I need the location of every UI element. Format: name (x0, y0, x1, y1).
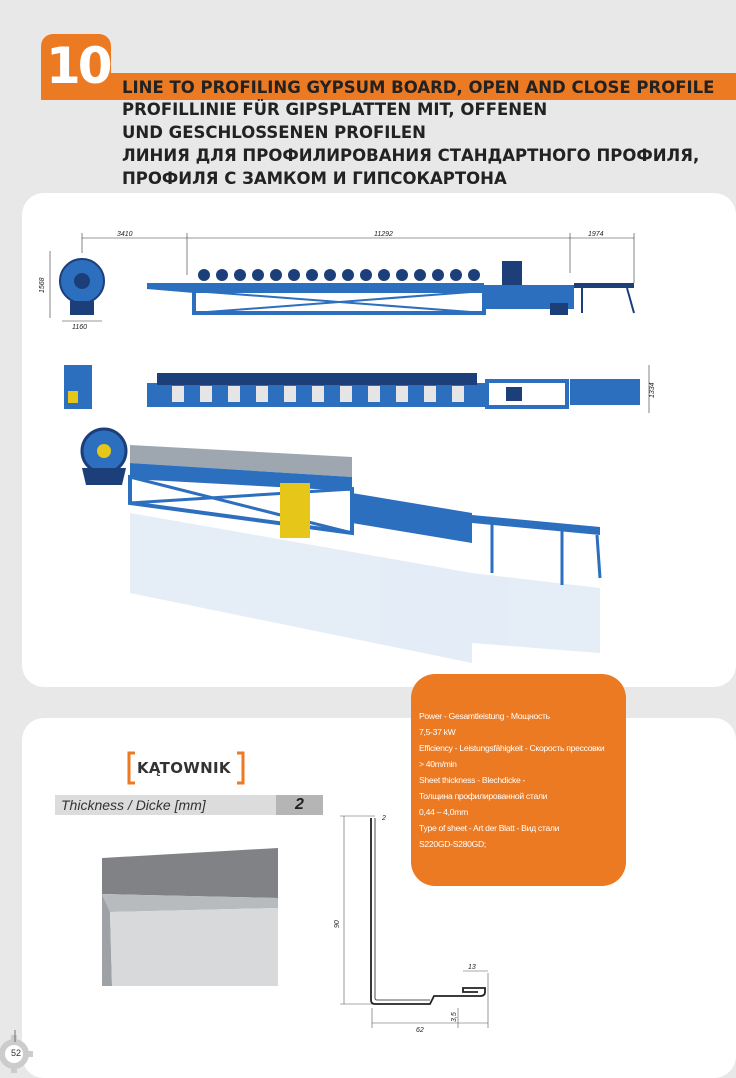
section-number-badge: 10 (41, 34, 113, 100)
profile-3d-image (102, 848, 278, 986)
spec-power-label: Power - Gesamtleistung - Мощность (419, 711, 550, 721)
title-bar (41, 73, 736, 100)
thickness-value: 2 (276, 795, 323, 815)
title-de-line1: PROFILLINIE FÜR GIPSPLATTEN MIT, OFFENEN (122, 100, 548, 119)
profile-section-drawing: 2 90 62 13 3,5 (334, 815, 489, 1034)
section-number: 10 (46, 37, 113, 95)
dim-1334: 1334 (649, 382, 656, 398)
spec-thick-label2: Толщина профилированной стали (419, 791, 548, 801)
profile-dim-top: 2 (381, 815, 386, 822)
decoiler-side (59, 258, 105, 315)
bracket-frame (127, 751, 245, 785)
title-de-line2: UND GESCHLOSSENEN PROFILEN (122, 123, 426, 142)
profile-name-label: KĄTOWNIK (127, 751, 245, 785)
spec-power-value: 7,5-37 kW (419, 727, 456, 737)
profile-dim-lip: 13 (468, 964, 476, 971)
machine-drawings: 3410 11292 1974 1568 1160 1334 (39, 231, 656, 663)
profile-dim-gap: 3,5 (451, 1012, 458, 1022)
line-3d-render (80, 427, 602, 663)
line-top-view (64, 365, 640, 409)
page-number: 52 (11, 1048, 22, 1058)
title-en: LINE TO PROFILING GYPSUM BOARD, OPEN AND… (122, 78, 715, 97)
machine-drawing-panel: 3410 11292 1974 1568 1160 1334 (22, 193, 736, 687)
profile-dim-base: 62 (416, 1027, 424, 1034)
dim-1568: 1568 (39, 277, 46, 293)
gear-icon (0, 1030, 33, 1073)
spec-thick-value: 0,44 – 4,0mm (419, 807, 468, 817)
spec-type-value: S220GD-S280GD; (419, 839, 486, 849)
dim-1974: 1974 (588, 231, 604, 238)
dim-11292: 11292 (374, 231, 393, 238)
title-ru-line2: ПРОФИЛЯ С ЗАМКОМ И ГИПСОКАРТОНА (122, 169, 507, 188)
spec-thick-label1: Sheet thickness - Blechdicke - (419, 775, 526, 785)
title-ru-line1: ЛИНИЯ ДЛЯ ПРОФИЛИРОВАНИЯ СТАНДАРТНОГО ПР… (122, 146, 700, 165)
profile-dim-height: 90 (334, 920, 341, 928)
profile-name: KĄTOWNIK (137, 759, 231, 777)
spec-type-label: Type of sheet - Art der Blatt - Вид стал… (419, 823, 560, 833)
spec-eff-label: Efficiency - Leistungsfähigkeit - Скорос… (419, 743, 605, 753)
dim-1160: 1160 (72, 324, 87, 331)
thickness-label: Thickness / Dicke [mm] (61, 797, 206, 813)
dim-3410: 3410 (117, 231, 133, 238)
spec-eff-value: > 40m/min (419, 759, 457, 769)
specs-box: Power - Gesamtleistung - Мощность 7,5-37… (411, 674, 626, 886)
thickness-row: Thickness / Dicke [mm] 2 (55, 795, 323, 815)
line-side-view (147, 261, 635, 315)
